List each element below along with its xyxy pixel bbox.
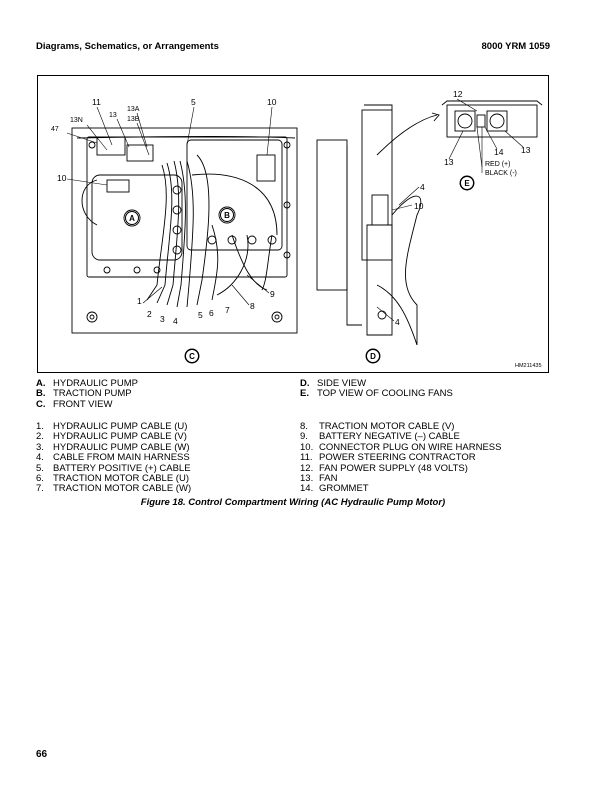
legend-row: 4.CABLE FROM MAIN HARNESS (36, 452, 190, 464)
callout-13: 13 (109, 112, 117, 119)
view-label-e: E (464, 179, 470, 188)
legend-row: 9.BATTERY NEGATIVE (–) CABLE (300, 431, 460, 443)
legend-row: 12.FAN POWER SUPPLY (48 VOLTS) (300, 462, 468, 474)
callout-7: 7 (225, 305, 230, 315)
callout-5-front: 5 (198, 310, 203, 320)
legend-items-right: 8.TRACTION MOTOR CABLE (V) 9.BATTERY NEG… (300, 421, 502, 495)
callout-47: 47 (51, 126, 59, 133)
legend-row: 7.TRACTION MOTOR CABLE (W) (36, 483, 192, 495)
callout-4-side: 4 (420, 182, 425, 192)
legend-row: 14.GROMMET (300, 483, 369, 495)
legend-row: 13.FAN (300, 473, 338, 485)
front-view-drawing (71, 127, 298, 364)
view-label-d: D (370, 352, 376, 361)
legend-row: 8.TRACTION MOTOR CABLE (V) (300, 421, 455, 432)
view-label-a: A (129, 214, 135, 223)
figure-caption: Figure 18. Control Compartment Wiring (A… (140, 497, 446, 508)
legend-row: A.HYDRAULIC PUMP (36, 378, 138, 389)
figure-id: HM211435 (515, 363, 542, 369)
callout-3: 3 (160, 314, 165, 324)
fan-top-view-drawing (441, 100, 543, 191)
callout-5: 5 (191, 97, 196, 107)
side-view-drawing (316, 104, 440, 364)
view-label-c: C (189, 352, 195, 361)
callout-11: 11 (92, 97, 101, 107)
callout-4-front: 4 (173, 316, 178, 326)
legend-row: E.TOP VIEW OF COOLING FANS (300, 388, 453, 400)
page-number: 66 (36, 749, 48, 760)
wire-red-label: RED (+) (485, 161, 510, 168)
callout-6: 6 (209, 308, 214, 318)
callout-13-e-left: 13 (444, 157, 454, 167)
callout-10-top: 10 (267, 97, 277, 107)
callout-4-bottom: 4 (395, 317, 400, 327)
callout-9: 9 (270, 289, 275, 299)
legend-row: 11.POWER STEERING CONTRACTOR (300, 452, 476, 464)
legend-views-right: D.SIDE VIEW E.TOP VIEW OF COOLING FANS (300, 378, 453, 400)
wire-black-label: BLACK (-) (485, 170, 517, 177)
callout-2: 2 (147, 309, 152, 319)
legend-row: 2.HYDRAULIC PUMP CABLE (V) (36, 431, 187, 443)
view-label-b: B (224, 211, 230, 220)
callout-13a: 13A (127, 106, 140, 113)
legend-row: 10.CONNECTOR PLUG ON WIRE HARNESS (300, 441, 502, 453)
legend-row: B.TRACTION PUMP (36, 388, 132, 400)
legend-row: 5.BATTERY POSITIVE (+) CABLE (36, 462, 191, 474)
section-header: Diagrams, Schematics, or Arrangements (36, 41, 219, 52)
callout-13b: 13B (127, 116, 140, 123)
callout-10-front: 10 (57, 173, 67, 183)
legend-row: C.FRONT VIEW (36, 398, 113, 410)
legend-row: D.SIDE VIEW (300, 378, 367, 389)
legend-views-left: A.HYDRAULIC PUMP B.TRACTION PUMP C.FRONT… (36, 378, 138, 410)
callout-12: 12 (453, 89, 463, 99)
callout-10-side: 10 (414, 201, 424, 211)
legend-row: 6.TRACTION MOTOR CABLE (U) (36, 473, 189, 485)
wiring-diagram-figure: 11 13 13A 13B 13N 47 5 10 10 10 12 13 13… (37, 75, 549, 373)
callout-1: 1 (137, 296, 142, 306)
callout-14: 14 (494, 147, 504, 157)
callout-13n: 13N (70, 117, 83, 124)
document-number: 8000 YRM 1059 (481, 41, 551, 52)
legend-items-left: 1.HYDRAULIC PUMP CABLE (U) 2.HYDRAULIC P… (36, 421, 192, 495)
callout-8: 8 (250, 301, 255, 311)
legend-row: 3.HYDRAULIC PUMP CABLE (W) (36, 441, 190, 453)
callout-13-e-right: 13 (521, 145, 531, 155)
legend-row: 1.HYDRAULIC PUMP CABLE (U) (36, 421, 188, 432)
